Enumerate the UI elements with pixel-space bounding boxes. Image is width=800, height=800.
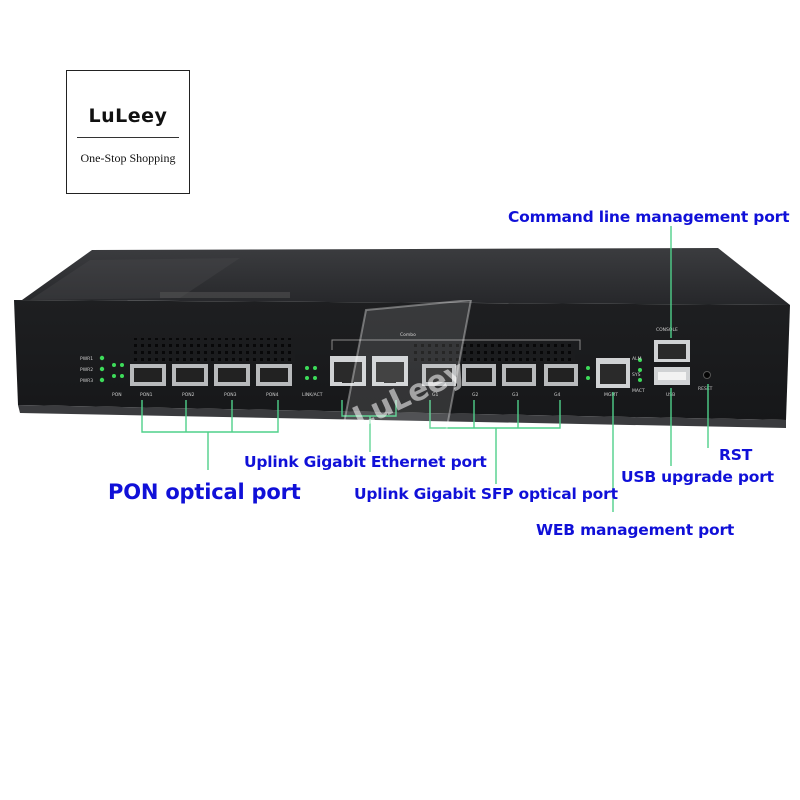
g1-label: G1: [432, 392, 438, 398]
chassis-top: [22, 248, 790, 305]
rj45-port-1[interactable]: [330, 356, 366, 386]
vent-grille: [130, 338, 295, 362]
uplink-ethernet-ports: [330, 356, 408, 386]
sfp-port-1[interactable]: [422, 364, 456, 386]
sfp-port-3[interactable]: [502, 364, 536, 386]
pon-port-cages: [130, 364, 292, 386]
uplink-ethernet-label: Uplink Gigabit Ethernet port: [244, 453, 487, 471]
web-management-label: WEB management port: [536, 521, 735, 539]
uplink-led-label: LINK/ACT: [302, 392, 323, 398]
reset-button[interactable]: [703, 371, 711, 379]
brand-tagline: One-Stop Shopping: [80, 151, 176, 165]
mgmt-label: MGMT: [604, 392, 618, 398]
combo-label: Combo: [400, 332, 416, 338]
pon-port-3[interactable]: [214, 364, 250, 386]
mgmt-port[interactable]: [596, 358, 630, 388]
mact-led-label: MACT: [632, 388, 645, 394]
logo-divider: [77, 137, 179, 138]
usb-port[interactable]: [654, 367, 690, 385]
pon2-label: PON2: [182, 392, 195, 398]
callout-lines: [141, 226, 709, 512]
reset-label: RESET: [698, 386, 713, 392]
pwr3-led-label: PWR3: [80, 378, 93, 384]
uplink-leds: [305, 366, 317, 380]
g2-label: G2: [472, 392, 478, 398]
sfp-bracket-line: [429, 400, 561, 429]
pon-port-4[interactable]: [256, 364, 292, 386]
ethernet-bracket-line: [341, 400, 397, 417]
power-leds: [99, 355, 124, 383]
g4-label: G4: [554, 392, 560, 398]
pon1-label: PON1: [140, 392, 153, 398]
usb-upgrade-label: USB upgrade port: [621, 468, 774, 486]
console-port[interactable]: [654, 340, 690, 362]
uplink-sfp-label: Uplink Gigabit SFP optical port: [354, 485, 618, 503]
uplink-sfp-ports: [422, 364, 578, 386]
pwr2-led-label: PWR2: [80, 367, 93, 373]
pon-optical-label: PON optical port: [108, 480, 301, 504]
alm-led-label: ALM: [632, 356, 642, 362]
pon-port-1[interactable]: [130, 364, 166, 386]
brand-name: LuLeey: [88, 105, 168, 127]
g3-label: G3: [512, 392, 518, 398]
pon4-label: PON4: [266, 392, 279, 398]
status-leds: [586, 358, 642, 382]
sys-led-label: SYS: [632, 372, 641, 378]
pon-bracket-line: [141, 400, 279, 433]
rst-label: RST: [719, 446, 753, 464]
pon-led-label: PON: [112, 392, 122, 398]
pon-port-2[interactable]: [172, 364, 208, 386]
rj45-port-2[interactable]: [372, 356, 408, 386]
brand-logo-box: LuLeey One-Stop Shopping: [66, 70, 190, 194]
pwr1-led-label: PWR1: [80, 356, 93, 362]
sfp-port-4[interactable]: [544, 364, 578, 386]
command-line-port-label: Command line management port: [508, 208, 790, 226]
console-label: CONSOLE: [656, 327, 678, 333]
sfp-port-2[interactable]: [462, 364, 496, 386]
pon3-label: PON3: [224, 392, 237, 398]
